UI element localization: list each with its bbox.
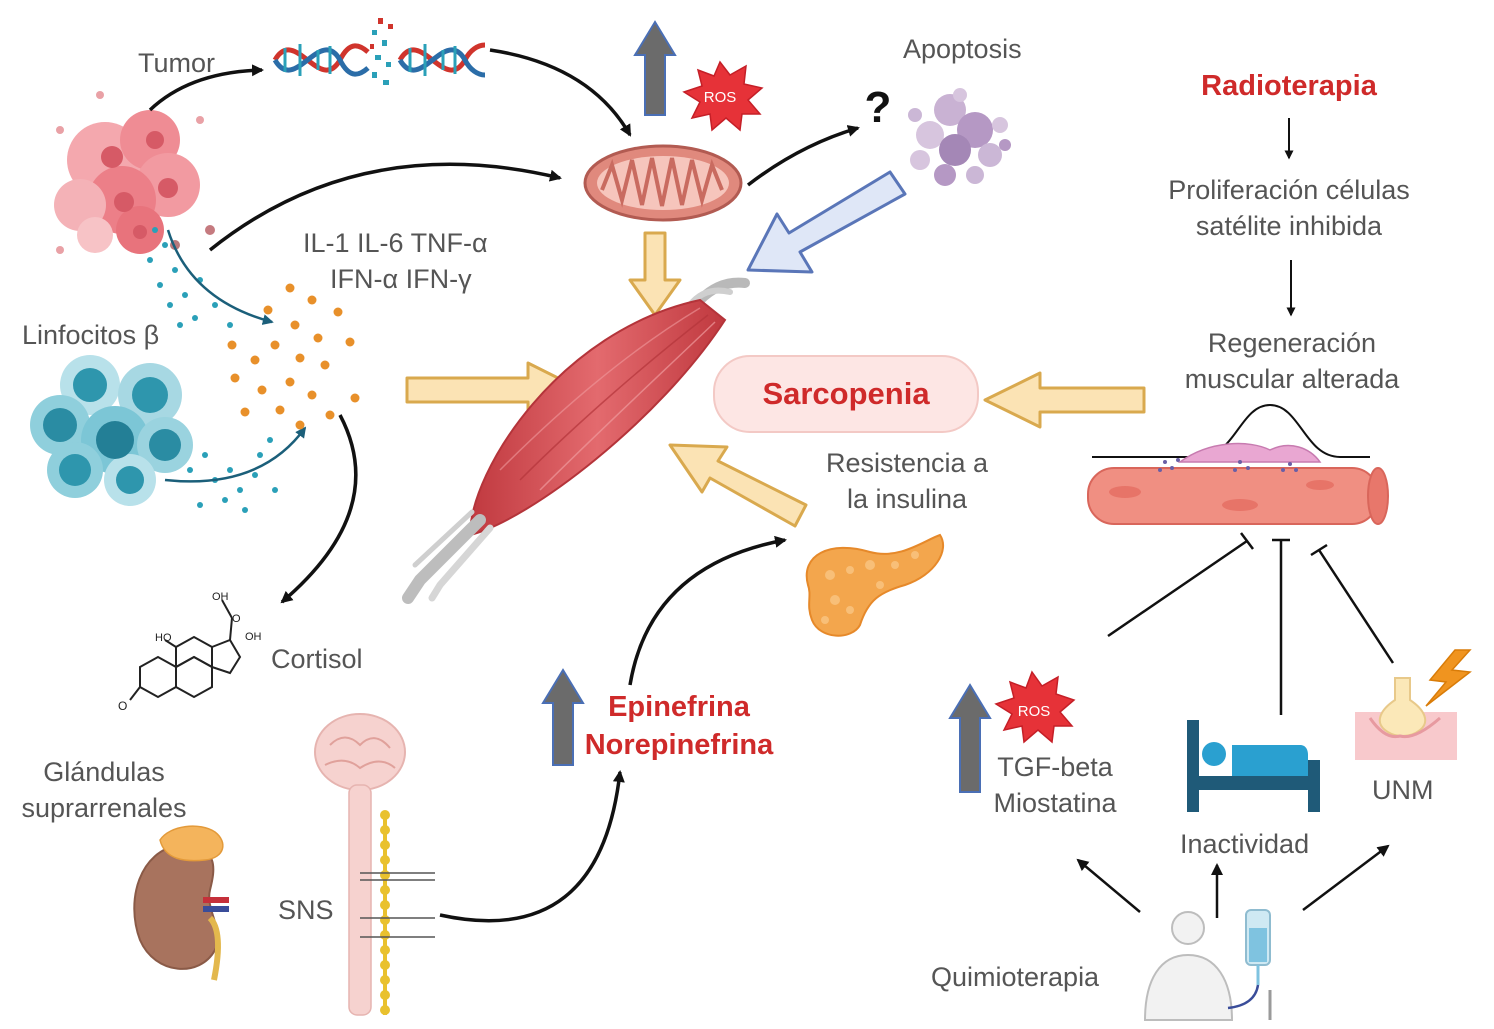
proliferacion-label: Proliferación células satélite inhibida <box>1168 175 1410 241</box>
sarcopenia-pill: Sarcopenia <box>713 355 979 433</box>
sarcopenia-label: Sarcopenia <box>762 376 930 411</box>
svg-text:O: O <box>118 699 127 713</box>
resistencia-label: Resistencia a la insulina <box>825 448 989 514</box>
lymphocytes-icon <box>30 355 193 506</box>
ros-burst-icon: ROS <box>682 60 764 132</box>
ros-label: ROS <box>704 89 737 106</box>
inactividad-label: Inactividad <box>1180 829 1310 859</box>
cortisol-label: Cortisol <box>271 644 363 674</box>
tgf-label: TGF-beta Miostatina <box>993 752 1117 818</box>
sns-label: SNS <box>278 895 334 925</box>
svg-text:HO: HO <box>155 632 172 644</box>
kidney-icon <box>133 825 229 981</box>
svg-text:OH: OH <box>245 631 262 643</box>
epinefrina-label: Epinefrina Norepinefrina <box>584 691 774 762</box>
linfocitos-label: Linfocitos β <box>22 320 160 350</box>
bed-icon <box>1187 720 1320 812</box>
pancreas-icon <box>805 533 945 637</box>
apoptosis-cell-icon <box>908 88 1011 186</box>
dna-icon <box>272 18 486 85</box>
nervous-system-icon <box>314 713 435 1016</box>
mitochondria-icon <box>583 144 743 222</box>
tumor-label: Tumor <box>138 48 216 78</box>
unm-label: UNM <box>1372 775 1434 805</box>
glandulas-label: Glándulas suprarrenales <box>21 757 187 823</box>
cytokines-label-1: IL-1 IL-6 TNF-α <box>303 228 488 258</box>
ros-burst-icon-2: ROS <box>994 670 1076 744</box>
cytokines-label-2: IFN-α IFN-γ <box>330 264 472 294</box>
neuromuscular-junction-icon <box>1355 677 1457 760</box>
tumor-cells-icon <box>54 91 215 254</box>
regeneracion-label: Regeneración muscular alterada <box>1184 328 1400 394</box>
ros-label-2: ROS <box>1018 703 1051 720</box>
svg-text:O: O <box>232 613 241 625</box>
muscle-icon <box>402 277 750 604</box>
question-mark: ? <box>865 83 892 132</box>
up-arrow-icon <box>633 20 677 116</box>
patient-iv-icon <box>1143 909 1272 1021</box>
svg-text:OH: OH <box>212 591 229 603</box>
lightning-icon <box>1425 649 1472 707</box>
radioterapia-label: Radioterapia <box>1201 70 1377 102</box>
muscle-fiber-icon <box>1087 403 1389 525</box>
apoptosis-label: Apoptosis <box>903 34 1022 64</box>
quimioterapia-label: Quimioterapia <box>931 962 1100 992</box>
cortisol-molecule-icon: O HO OH OH O <box>118 591 262 713</box>
